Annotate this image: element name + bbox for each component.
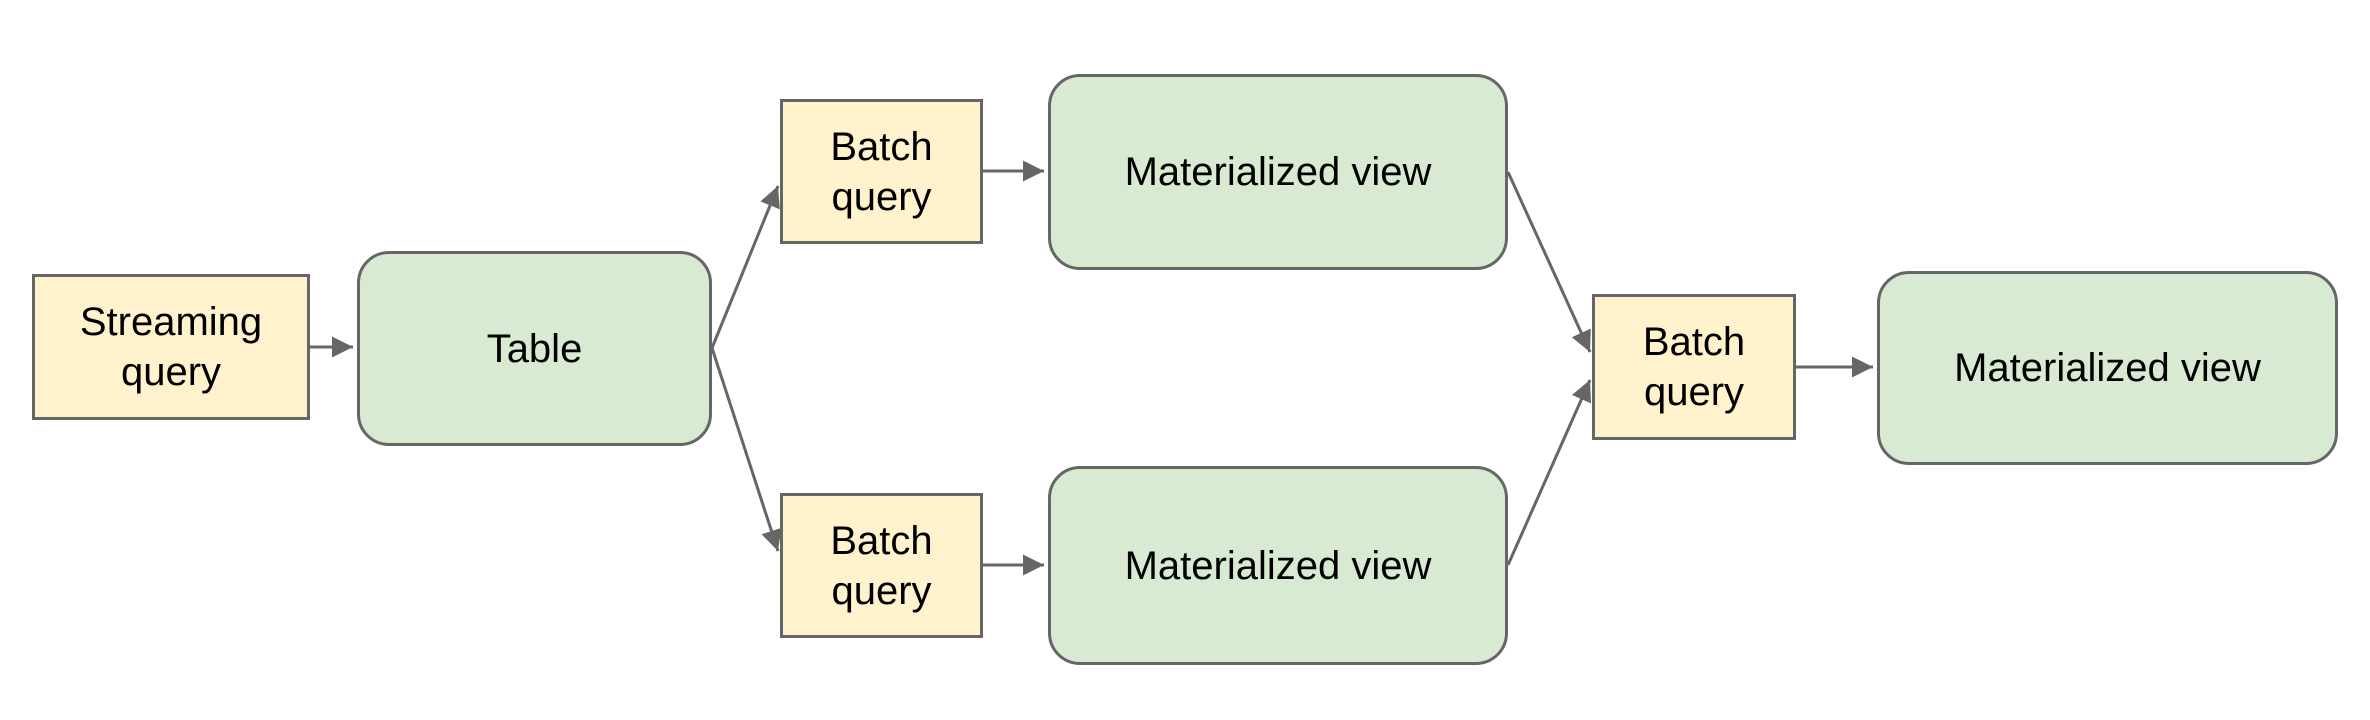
node-streaming-query: Streaming query — [32, 274, 310, 420]
node-batch-query-right-label: Batch query — [1642, 320, 1746, 414]
node-table: Table — [357, 251, 712, 446]
connector-table-to-batch-top — [710, 185, 780, 349]
node-batch-query-bottom-label: Batch query — [830, 518, 933, 613]
node-table-label: Table — [486, 326, 583, 371]
node-materialized-view-bottom: Materialized view — [1048, 466, 1508, 665]
node-materialized-view-right: Materialized view — [1877, 271, 2338, 465]
node-batch-query-top: Batch query — [780, 99, 983, 244]
node-batch-query-right: Batch query — [1592, 294, 1796, 440]
node-materialized-view-top-label: Materialized view — [1124, 150, 1432, 194]
node-streaming-query-label: Streaming query — [79, 300, 263, 394]
node-materialized-view-right-label: Materialized view — [1954, 346, 2261, 390]
connector-mv-bottom-to-batch-right — [1506, 379, 1592, 566]
connector-mv-top-to-batch-right — [1506, 171, 1592, 353]
connector-table-to-batch-bottom — [710, 347, 782, 552]
node-batch-query-top-label: Batch query — [830, 124, 933, 219]
node-materialized-view-top: Materialized view — [1048, 74, 1508, 270]
node-batch-query-bottom: Batch query — [780, 493, 983, 638]
node-materialized-view-bottom-label: Materialized view — [1124, 543, 1432, 588]
